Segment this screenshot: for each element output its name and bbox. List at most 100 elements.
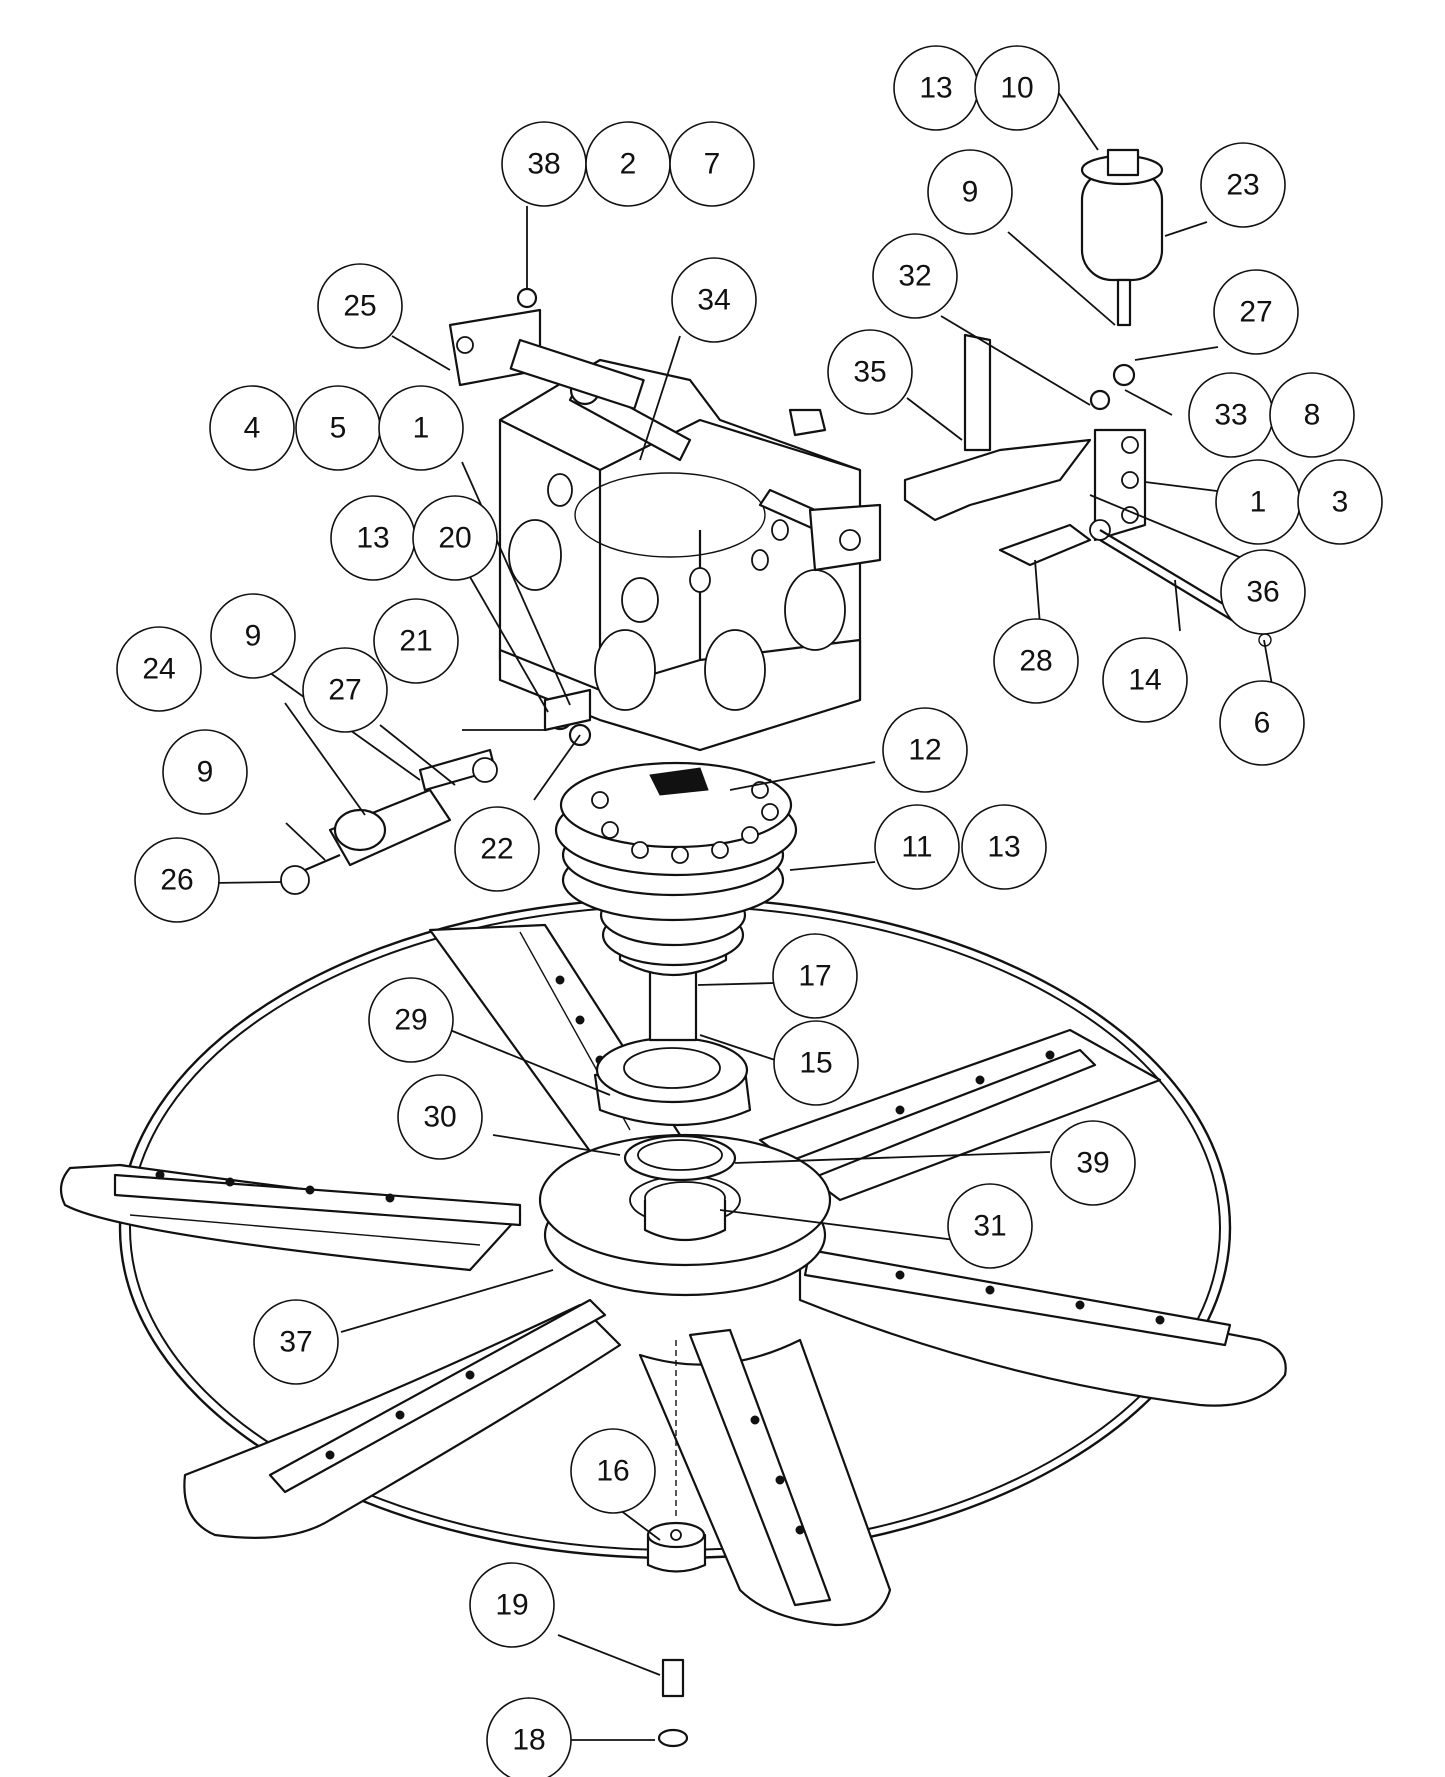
- callout-label: 10: [1000, 72, 1033, 105]
- callout-circle: [162, 729, 248, 815]
- callout-balloon-18: 18: [486, 1697, 572, 1777]
- callout-label: 37: [279, 1326, 312, 1359]
- callout-balloon-20: 20: [412, 495, 498, 581]
- leader-lines: [210, 91, 1291, 1741]
- callout-balloon-32: 32: [872, 233, 958, 319]
- callout-label: 25: [343, 290, 376, 323]
- callout-balloon-8: 8: [1269, 372, 1355, 458]
- callout-balloon-19: 19: [469, 1562, 555, 1648]
- callout-balloon-2: 2: [585, 121, 671, 207]
- gearbox-flange: [554, 761, 798, 967]
- callout-balloon-17: 17: [772, 933, 858, 1019]
- callout-circle: [412, 495, 498, 581]
- callout-label: 22: [480, 833, 513, 866]
- callout-circle: [454, 806, 540, 892]
- callout-label: 20: [438, 522, 471, 555]
- callout-balloon-27: 27: [302, 647, 388, 733]
- callout-label: 39: [1076, 1147, 1109, 1180]
- callout-circle: [253, 1299, 339, 1385]
- callout-balloon-15: 15: [773, 1020, 859, 1106]
- callout-label: 5: [330, 412, 347, 445]
- callout-balloon-34: 34: [671, 257, 757, 343]
- callout-balloon-26: 26: [134, 837, 220, 923]
- callout-circle: [993, 618, 1079, 704]
- callout-circle: [469, 1562, 555, 1648]
- callout-label: 27: [1239, 296, 1272, 329]
- callout-label: 26: [160, 864, 193, 897]
- callout-balloon-35: 35: [827, 329, 913, 415]
- callout-balloon-21: 21: [373, 598, 459, 684]
- callout-balloon-6: 6: [1219, 680, 1305, 766]
- callout-circle: [209, 385, 295, 471]
- callout-circle: [1269, 372, 1355, 458]
- callout-label: 35: [853, 356, 886, 389]
- callout-label: 32: [898, 260, 931, 293]
- callout-label: 13: [356, 522, 389, 555]
- callout-circle: [827, 329, 913, 415]
- callout-circle: [1220, 549, 1306, 635]
- callout-label: 1: [1250, 486, 1267, 519]
- callout-balloon-12: 12: [882, 707, 968, 793]
- central-hub: [538, 1133, 832, 1297]
- callout-label: 16: [596, 1455, 629, 1488]
- callout-balloon-29: 29: [368, 977, 454, 1063]
- callout-label: 9: [197, 756, 214, 789]
- callout-label: 9: [962, 176, 979, 209]
- left-hydraulic-cylinder: [280, 748, 498, 895]
- side-pivot-bracket: [543, 688, 592, 747]
- callout-circle: [772, 933, 858, 1019]
- top-clamp-assembly: [448, 287, 645, 410]
- callout-circle: [210, 593, 296, 679]
- callout-circle: [368, 977, 454, 1063]
- callout-balloon-14: 14: [1102, 637, 1188, 723]
- bearing-stack: [593, 1036, 752, 1182]
- callout-circle: [947, 1183, 1033, 1269]
- callout-circle: [302, 647, 388, 733]
- callout-balloon-1: 1: [1215, 459, 1301, 545]
- callout-balloon-22: 22: [454, 806, 540, 892]
- callout-circle: [872, 233, 958, 319]
- callout-circle: [317, 263, 403, 349]
- callout-balloon-33: 33: [1188, 372, 1274, 458]
- callout-balloon-31: 31: [947, 1183, 1033, 1269]
- callout-balloon-13: 13: [893, 45, 979, 131]
- callout-label: 38: [527, 148, 560, 181]
- callout-label: 33: [1214, 399, 1247, 432]
- callout-balloon-10: 10: [974, 45, 1060, 131]
- callout-balloon-9: 9: [162, 729, 248, 815]
- callout-label: 30: [423, 1101, 456, 1134]
- callout-label: 15: [799, 1047, 832, 1080]
- main-frame: [498, 358, 882, 752]
- callout-balloon-13: 13: [961, 804, 1047, 890]
- callout-circle: [669, 121, 755, 207]
- callout-label: 29: [394, 1004, 427, 1037]
- callout-circle: [378, 385, 464, 471]
- callout-circle: [1219, 680, 1305, 766]
- callout-balloon-38: 38: [501, 121, 587, 207]
- callout-balloon-9: 9: [210, 593, 296, 679]
- callout-circle: [134, 837, 220, 923]
- callout-label: 9: [245, 620, 262, 653]
- callout-balloon-23: 23: [1200, 142, 1286, 228]
- callout-circle: [671, 257, 757, 343]
- callout-circle: [397, 1074, 483, 1160]
- callout-label: 4: [244, 412, 261, 445]
- callout-label: 34: [697, 284, 730, 317]
- callout-balloon-24: 24: [116, 626, 202, 712]
- callout-label: 23: [1226, 169, 1259, 202]
- callout-balloon-13: 13: [330, 495, 416, 581]
- callout-circle: [1200, 142, 1286, 228]
- callout-balloon-11: 11: [874, 804, 960, 890]
- callout-label: 3: [1332, 486, 1349, 519]
- callout-label: 21: [399, 625, 432, 658]
- callout-circle: [373, 598, 459, 684]
- callout-label: 36: [1246, 576, 1279, 609]
- callout-balloon-5: 5: [295, 385, 381, 471]
- callout-label: 11: [901, 831, 932, 864]
- callout-label: 31: [973, 1210, 1006, 1243]
- callout-label: 17: [798, 960, 831, 993]
- callout-circle: [1213, 269, 1299, 355]
- callout-label: 12: [908, 734, 941, 767]
